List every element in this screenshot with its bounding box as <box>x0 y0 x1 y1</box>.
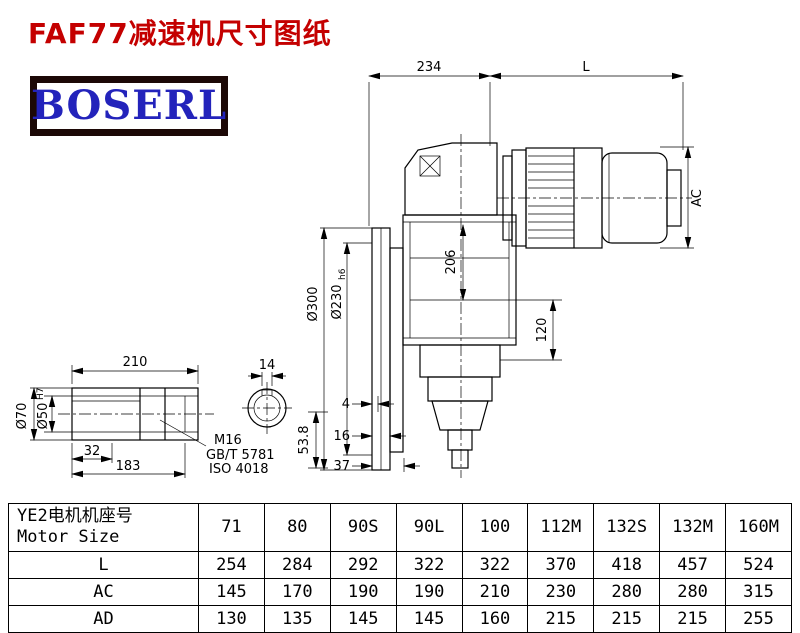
dim-diameter-50: Ø50 <box>36 403 51 430</box>
column-header-90s: 90S <box>329 503 397 552</box>
dim-234: 234 <box>417 60 442 75</box>
shaft-front-view: 210 32 183 Ø70 Ø50 H7 M16 GB/T 5781 ISO … <box>15 355 275 478</box>
shaft-section-view: 14 <box>242 358 292 434</box>
motor-outline <box>497 147 692 249</box>
dimension-table: YE2电机机座号 Motor Size 71 80 90S 90L 100 11… <box>8 503 792 633</box>
dim-14: 14 <box>259 358 276 373</box>
column-header-132s: 132S <box>593 503 661 552</box>
dim-120: 120 <box>535 318 550 343</box>
table-cell: 418 <box>593 550 661 579</box>
motor-size-header: YE2电机机座号 Motor Size <box>8 503 199 552</box>
column-header-160m: 160M <box>725 503 792 552</box>
table-cell: 215 <box>593 604 661 633</box>
table-cell: 190 <box>395 577 463 606</box>
dim-37: 37 <box>333 459 350 474</box>
dim-32: 32 <box>84 444 101 459</box>
page-title: FAF77减速机尺寸图纸 <box>28 17 332 50</box>
dim-183: 183 <box>116 459 141 474</box>
table-cell: 280 <box>659 577 726 606</box>
dim-53-8: 53.8 <box>297 426 312 455</box>
dim-210: 210 <box>123 355 148 370</box>
row-label-AC: AC <box>8 577 199 606</box>
table-cell: 322 <box>461 550 529 579</box>
label-iso-standard: ISO 4018 <box>209 462 269 477</box>
row-label-AD: AD <box>8 604 199 633</box>
table-cell: 315 <box>725 577 792 606</box>
table-cell: 190 <box>329 577 397 606</box>
diameter-dimensions: Ø300 Ø230 h6 <box>306 227 372 471</box>
internal-dimensions: 206 120 <box>444 224 562 361</box>
column-header-90l: 90L <box>395 503 463 552</box>
table-cell: 170 <box>263 577 331 606</box>
column-header-71: 71 <box>198 503 265 552</box>
dim-AC: AC <box>690 189 705 207</box>
table-cell: 284 <box>263 550 331 579</box>
dim-diameter-230: Ø230 <box>330 284 345 319</box>
table-header-row: YE2电机机座号 Motor Size 71 80 90S 90L 100 11… <box>8 503 792 552</box>
label-gb-standard: GB/T 5781 <box>206 448 275 463</box>
table-cell: 457 <box>659 550 726 579</box>
gearbox-outline <box>389 134 517 478</box>
row-label-L: L <box>8 550 199 579</box>
boserl-logo: BOSERL <box>30 76 228 136</box>
dim-diameter-230-tolerance: h6 <box>338 268 348 280</box>
table-cell: 210 <box>461 577 529 606</box>
dim-diameter-70: Ø70 <box>15 403 30 430</box>
table-cell: 135 <box>263 604 331 633</box>
dim-4: 4 <box>342 397 350 412</box>
table-cell: 292 <box>329 550 397 579</box>
table-row-L: L 254 284 292 322 322 370 418 457 524 <box>8 550 792 579</box>
flange-outline <box>371 227 391 471</box>
table-cell: 145 <box>329 604 397 633</box>
column-header-112m: 112M <box>527 503 595 552</box>
table-cell: 130 <box>198 604 265 633</box>
table-cell: 524 <box>725 550 792 579</box>
table-cell: 370 <box>527 550 595 579</box>
table-cell: 215 <box>659 604 726 633</box>
column-header-100: 100 <box>461 503 529 552</box>
dim-diameter-300: Ø300 <box>306 286 321 321</box>
motor-size-header-cn: YE2电机机座号 <box>17 506 133 526</box>
column-header-132m: 132M <box>659 503 726 552</box>
table-cell: 322 <box>395 550 463 579</box>
technical-drawing: 234 L AC <box>15 60 705 478</box>
column-header-80: 80 <box>263 503 331 552</box>
table-cell: 280 <box>593 577 661 606</box>
ac-dimension: AC <box>660 146 705 249</box>
dim-16: 16 <box>333 429 350 444</box>
table-cell: 145 <box>198 577 265 606</box>
dim-diameter-50-tolerance: H7 <box>36 388 46 401</box>
table-cell: 255 <box>725 604 792 633</box>
label-m16: M16 <box>214 433 242 448</box>
dim-206: 206 <box>444 250 459 275</box>
table-cell: 215 <box>527 604 595 633</box>
motor-size-header-en: Motor Size <box>17 527 120 548</box>
table-row-AC: AC 145 170 190 190 210 230 280 280 315 <box>8 577 792 606</box>
dim-L: L <box>582 60 590 75</box>
table-row-AD: AD 130 135 145 145 160 215 215 215 255 <box>8 604 792 633</box>
offset-dimensions: 4 16 37 53.8 <box>297 396 420 474</box>
table-cell: 230 <box>527 577 595 606</box>
table-cell: 145 <box>395 604 463 633</box>
table-cell: 254 <box>198 550 265 579</box>
boserl-logo-text: BOSERL <box>30 82 228 129</box>
table-cell: 160 <box>461 604 529 633</box>
top-dimensions: 234 L <box>368 60 684 226</box>
